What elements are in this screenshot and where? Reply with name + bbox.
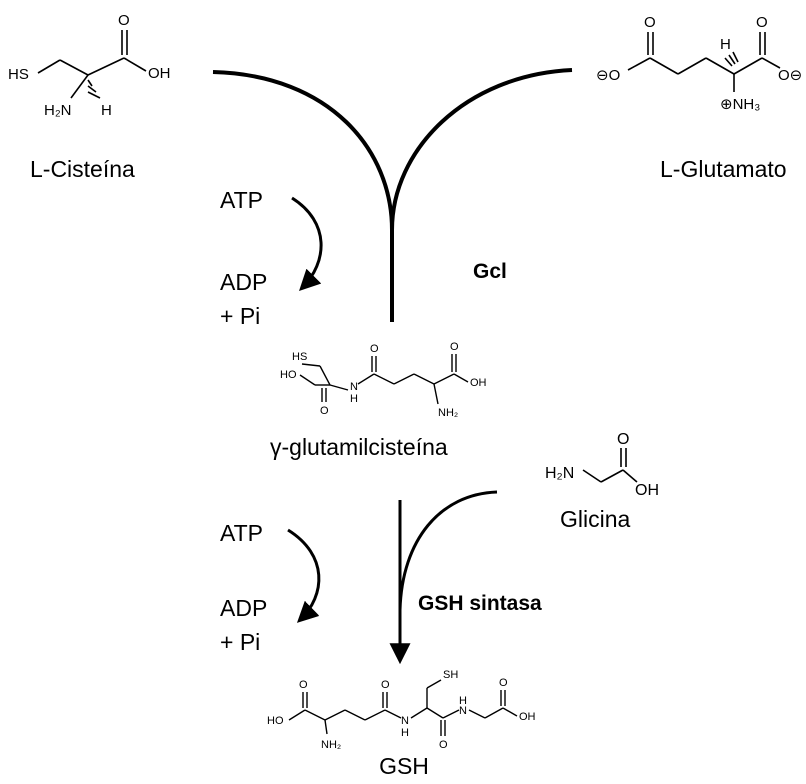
gsh-oxo-mid: O xyxy=(381,679,390,691)
gsh-structure: O HO NH₂ O N H SH O N H O OH xyxy=(267,669,536,751)
cysteine-structure: HS O OH H₂N H xyxy=(8,12,171,119)
ggc-oh: OH xyxy=(470,377,487,389)
glycine-incoming-line xyxy=(398,490,498,611)
glu-oxo-right: O xyxy=(756,14,768,31)
gsh-nh-left: N xyxy=(401,715,409,727)
ggc-h-nh: H xyxy=(350,393,358,405)
step1-atp: ATP xyxy=(220,187,264,213)
cys-sh: HS xyxy=(8,66,29,83)
gamma-glutamylcysteine-name: γ-glutamilcisteína xyxy=(270,434,448,460)
ggc-sh: HS xyxy=(292,351,307,363)
gsh-amine: NH₂ xyxy=(321,739,341,751)
ggc-amine: NH₂ xyxy=(438,407,458,419)
gsh-synthase-enzyme-label: GSH sintasa xyxy=(418,592,542,615)
step2-atp: ATP xyxy=(220,520,264,546)
step2-pi: + Pi xyxy=(220,629,261,655)
gsh-oxo-right: O xyxy=(499,677,508,689)
cys-oxo: O xyxy=(118,12,130,29)
gsh-oh: OH xyxy=(519,711,536,723)
glutamate-to-junction-line xyxy=(390,68,573,231)
glutamate-structure: ⊖O O H O O⊖ ⊕NH₃ xyxy=(596,14,802,113)
gamma-glutamylcysteine-structure: HS HO O N H O O OH NH₂ xyxy=(280,341,487,419)
gsh-oxo-left: O xyxy=(299,679,308,691)
glu-ammonium: ⊕NH₃ xyxy=(720,96,760,113)
atp-adp-arrow-2 xyxy=(287,528,321,623)
gsh-h-left: H xyxy=(401,727,409,739)
gsh-oxo-low: O xyxy=(439,739,448,751)
gsh-nh-right: N xyxy=(459,705,467,717)
glu-o-neg-left: ⊖O xyxy=(596,67,620,84)
step2-adp: ADP xyxy=(220,595,268,621)
glu-o-neg-right: O⊖ xyxy=(778,67,802,84)
glu-oxo-left: O xyxy=(644,14,656,31)
step1-pi: + Pi xyxy=(220,303,261,329)
atp-adp-arrow-1 xyxy=(291,196,323,291)
gly-oxo: O xyxy=(617,431,629,448)
cys-oh: OH xyxy=(148,65,171,82)
glycine-structure: H₂N O OH xyxy=(545,431,659,499)
gsh-name: GSH xyxy=(379,753,429,779)
glutamate-name: L-Glutamato xyxy=(660,156,787,182)
glycine-name: Glicina xyxy=(560,506,631,532)
gcl-enzyme-label: Gcl xyxy=(473,260,507,283)
gsh-h-right: H xyxy=(459,695,467,707)
ggc-oxo-mid: O xyxy=(370,343,379,355)
ggc-oxo-low: O xyxy=(320,405,329,417)
gsh-ho: HO xyxy=(267,715,284,727)
glu-h: H xyxy=(720,36,731,53)
gsh-sh: SH xyxy=(443,669,458,681)
ggc-oxo-right: O xyxy=(450,341,459,353)
gly-amine: H₂N xyxy=(545,465,574,482)
ggc-nh: N xyxy=(350,381,358,393)
cysteine-name: L-Cisteína xyxy=(30,156,135,182)
step1-adp: ADP xyxy=(220,269,268,295)
cysteine-to-junction-line xyxy=(212,70,394,322)
gly-oh: OH xyxy=(635,482,659,499)
ggc-ho: HO xyxy=(280,369,297,381)
cys-h: H xyxy=(101,102,112,119)
cys-amine: H₂N xyxy=(44,102,72,119)
